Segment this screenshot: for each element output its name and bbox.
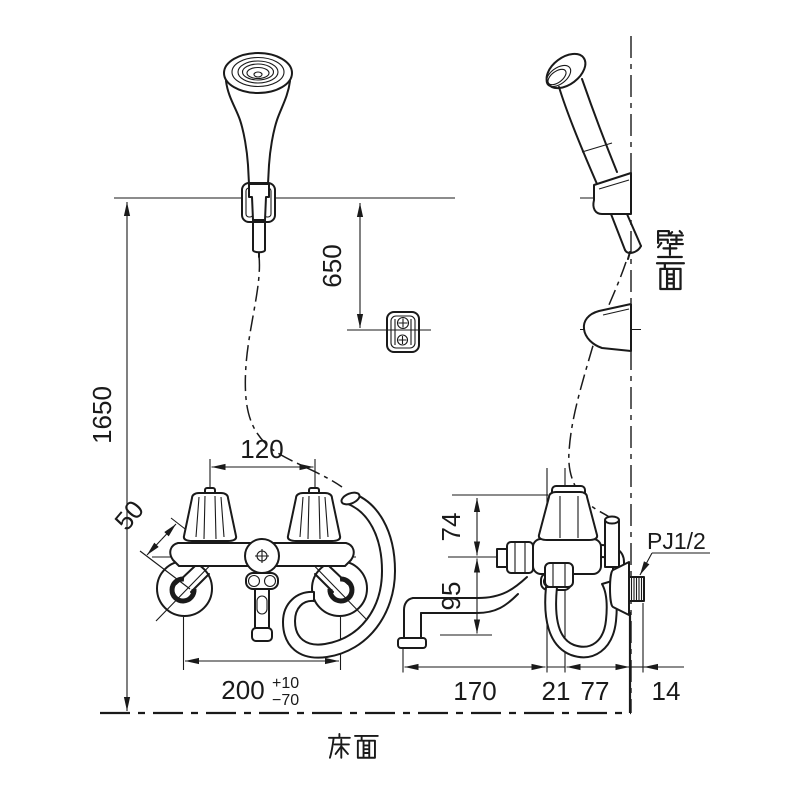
left-escutcheon — [156, 560, 213, 617]
side-faucet — [397, 485, 645, 659]
dim-spout-reach-text: 170 — [453, 676, 496, 706]
floor-label-glyphs: 床面 — [328, 732, 380, 762]
dim-14: 14 — [631, 663, 684, 706]
dim-650: 650 — [317, 203, 364, 328]
dim-hanger-offset-text: 650 — [317, 244, 347, 287]
front-shower-head — [223, 52, 293, 185]
side-hanger-hook — [592, 172, 642, 260]
dim-74: 74 — [436, 498, 481, 556]
dim-spout-height-text: 95 — [436, 582, 466, 611]
side-handle-knob — [537, 485, 599, 541]
wall-label-glyphs: 壁面 — [655, 230, 708, 291]
wall-flange — [609, 561, 630, 616]
floor-label-text: 床面 — [328, 732, 380, 762]
dim-pitch-tol-minus: −70 — [272, 692, 299, 709]
dim-120: 120 — [211, 434, 314, 471]
side-shower-head — [545, 52, 618, 185]
right-handle-knob — [286, 487, 342, 542]
dim-21: 21 — [542, 666, 571, 706]
wall-label-text: 壁面 — [656, 261, 708, 291]
dim-77: 77 — [566, 663, 630, 706]
dim-handle-height-text: 74 — [436, 513, 466, 542]
front-mid-bracket — [386, 311, 420, 353]
side-mid-bracket — [582, 303, 632, 352]
dim-handle-pitch-text: 120 — [240, 434, 283, 464]
dim-200: 200 +10 −70 — [185, 657, 339, 709]
dim-50: 50 — [108, 494, 177, 556]
left-handle-knob — [182, 487, 238, 542]
side-hose-centerline — [568, 261, 627, 522]
thread-size-text: PJ1/2 — [647, 528, 706, 554]
dim-wall-stub-text: 14 — [652, 676, 681, 706]
thread-stub — [628, 576, 645, 602]
front-hanger-hook — [241, 182, 276, 258]
dim-overall-height-text: 1650 — [87, 386, 117, 444]
dim-95: 95 — [436, 558, 481, 634]
dim-flange-dia-text: 50 — [108, 494, 150, 535]
right-escutcheon — [311, 560, 368, 617]
front-hose-hook — [282, 491, 396, 659]
front-faucet — [156, 487, 368, 642]
dim-1650: 1650 — [87, 202, 131, 711]
thread-callout: PJ1/2 — [639, 528, 710, 576]
dim-pitch-tol-plus: +10 — [272, 675, 299, 692]
dim-offset-text: 21 — [542, 676, 571, 706]
dim-pitch-text: 200 — [221, 675, 264, 705]
dim-170: 170 — [404, 663, 546, 706]
dim-body-depth-text: 77 — [581, 676, 610, 706]
